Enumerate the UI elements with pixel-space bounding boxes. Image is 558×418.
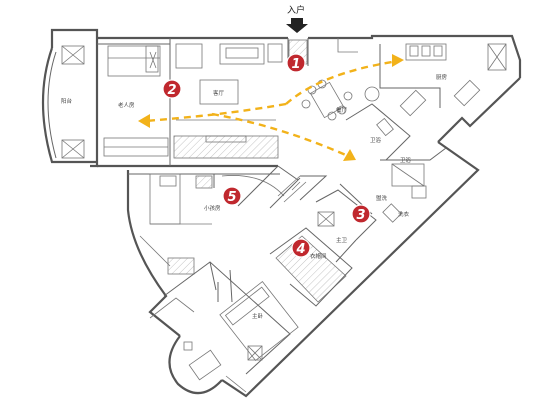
path-arrow-down-icon <box>343 149 356 161</box>
master-bath: 主卫 盥洗 洗衣 <box>277 175 410 263</box>
circulation-path <box>138 54 404 161</box>
master-bedroom: 主卧 <box>149 261 299 393</box>
room-label-study: 小孩房 <box>204 204 221 212</box>
room-label-laundry: 洗衣 <box>398 210 410 218</box>
marker-2: 2 <box>162 79 182 99</box>
svg-text:1: 1 <box>291 57 300 72</box>
room-label-walk-in: 衣帽间 <box>310 252 327 260</box>
kid-room: 小孩房 <box>128 165 299 275</box>
dining-area: 餐厅 <box>301 38 380 121</box>
room-label-dining: 餐厅 <box>336 106 348 114</box>
room-label-kitchen: 厨房 <box>436 73 448 81</box>
svg-text:3: 3 <box>356 208 365 223</box>
path-arrow-right-icon <box>392 54 404 67</box>
room-label-bath-1: 卫浴 <box>370 136 382 144</box>
bathroom-1: 卫浴 卫浴 <box>345 103 447 199</box>
room-label-living: 客厅 <box>213 89 225 97</box>
living-room: 客厅 <box>173 43 283 159</box>
elder-room: 老人房 <box>97 38 171 166</box>
room-label-bath-2: 卫浴 <box>400 156 412 164</box>
interior-walls <box>209 165 301 291</box>
room-label-master-bath: 主卫 <box>336 236 348 244</box>
svg-text:4: 4 <box>295 242 305 257</box>
room-label-master: 主卧 <box>252 312 264 320</box>
path-arrow-left-icon <box>138 114 150 128</box>
room-label-balcony: 阳台 <box>61 97 73 105</box>
kitchen: 厨房 <box>379 43 507 117</box>
room-label-wash: 盥洗 <box>376 194 388 202</box>
marker-4: 4 <box>291 238 311 258</box>
marker-1: 1 <box>286 53 306 73</box>
balcony-area: 阳台 <box>41 45 97 164</box>
outer-walls <box>50 28 522 398</box>
svg-text:2: 2 <box>167 83 176 98</box>
marker-3: 3 <box>351 204 371 224</box>
room-label-elder-room: 老人房 <box>118 101 135 109</box>
marker-5: 5 <box>222 186 242 206</box>
svg-text:5: 5 <box>227 190 236 205</box>
entrance-arrow-icon <box>286 18 308 33</box>
entrance-label: 入户 <box>287 4 305 16</box>
